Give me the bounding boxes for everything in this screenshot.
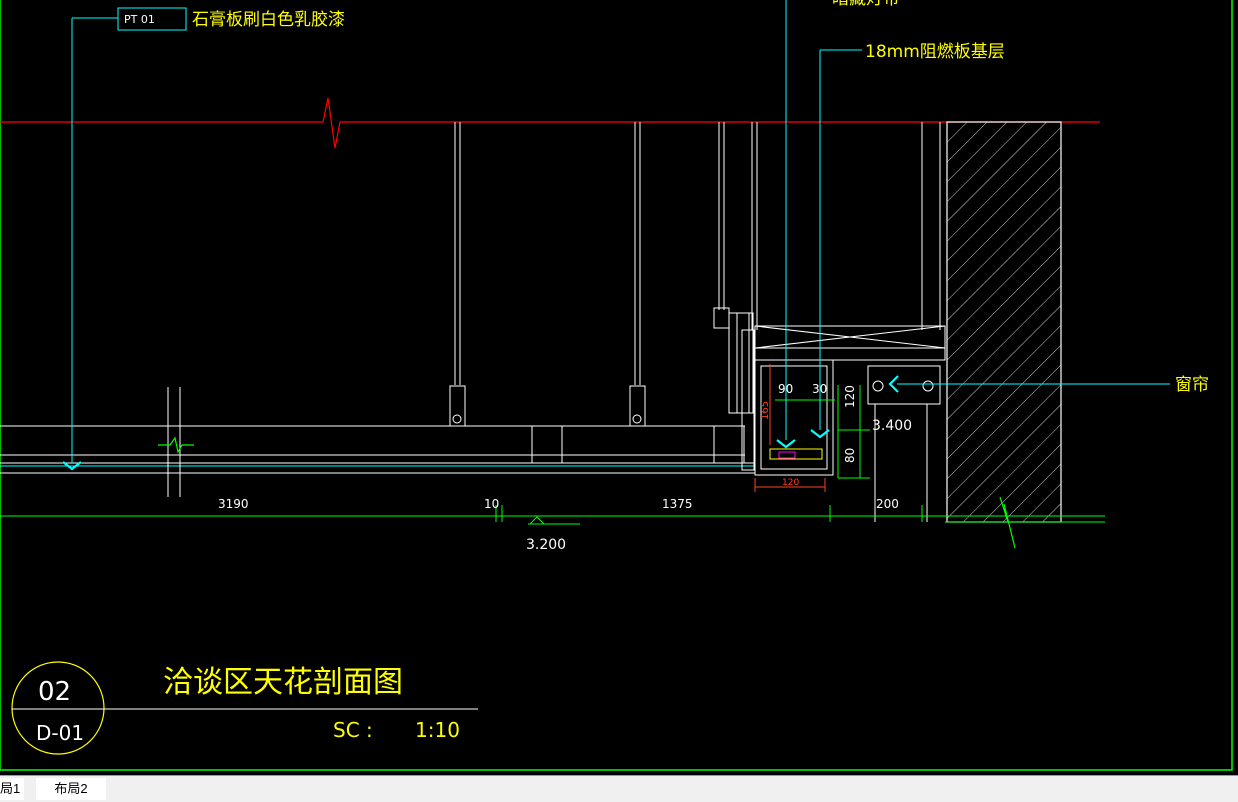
- ceiling-board: [0, 425, 755, 474]
- level-3200: 3.200: [526, 537, 566, 553]
- scale-label: SC :: [333, 718, 373, 742]
- sheet-number: D-01: [36, 721, 84, 745]
- title-block: [11, 661, 478, 755]
- wall-break: [999, 496, 1016, 549]
- pt-note: 石膏板刷白色乳胶漆: [192, 9, 345, 30]
- hanger-rods: [454, 122, 758, 385]
- level-3400: 3.400: [872, 418, 912, 434]
- layout-tab-bar: 局1 布局2: [0, 775, 1238, 802]
- cad-drawing: 165 120 3190 10 1375 200 90 30 120 80 3.…: [0, 0, 1233, 771]
- leader-arrows: [62, 375, 899, 471]
- break-mark: [158, 387, 194, 497]
- light-trough: [728, 312, 946, 522]
- pt-tag: PT 01: [124, 13, 155, 26]
- dim-120-right: 120: [843, 385, 857, 408]
- hanger-clips: [449, 307, 730, 427]
- leaders: [71, 0, 1170, 463]
- green-dims: [0, 385, 1105, 523]
- level-symbol: [528, 516, 580, 525]
- drawing-title: 洽谈区天花剖面图: [163, 665, 403, 700]
- tab-layout-2[interactable]: 布局2: [36, 778, 106, 800]
- dim-120-bottom: 120: [782, 478, 799, 488]
- scale-value: 1:10: [415, 718, 460, 742]
- curtain-note: 窗帘: [1175, 375, 1209, 395]
- base-note: 18mm阻燃板基层: [865, 42, 1005, 62]
- concrete-wall: [921, 121, 1062, 523]
- drawing-canvas[interactable]: 165 120 3190 10 1375 200 90 30 120 80 3.…: [0, 0, 1238, 775]
- dim-80: 80: [843, 448, 857, 463]
- tab-layout-1[interactable]: 局1: [0, 778, 24, 800]
- top-note-cut: 暗藏灯带: [832, 0, 900, 9]
- dim-1375: 1375: [662, 497, 693, 511]
- dim-3190: 3190: [218, 497, 249, 511]
- dim-10: 10: [484, 497, 499, 511]
- trough-dims: [754, 364, 826, 492]
- dim-200: 200: [876, 497, 899, 511]
- dim-165: 165: [760, 401, 771, 420]
- detail-number: 02: [38, 677, 71, 707]
- sheet-border: [0, 0, 1233, 771]
- slab-line: [0, 97, 1100, 149]
